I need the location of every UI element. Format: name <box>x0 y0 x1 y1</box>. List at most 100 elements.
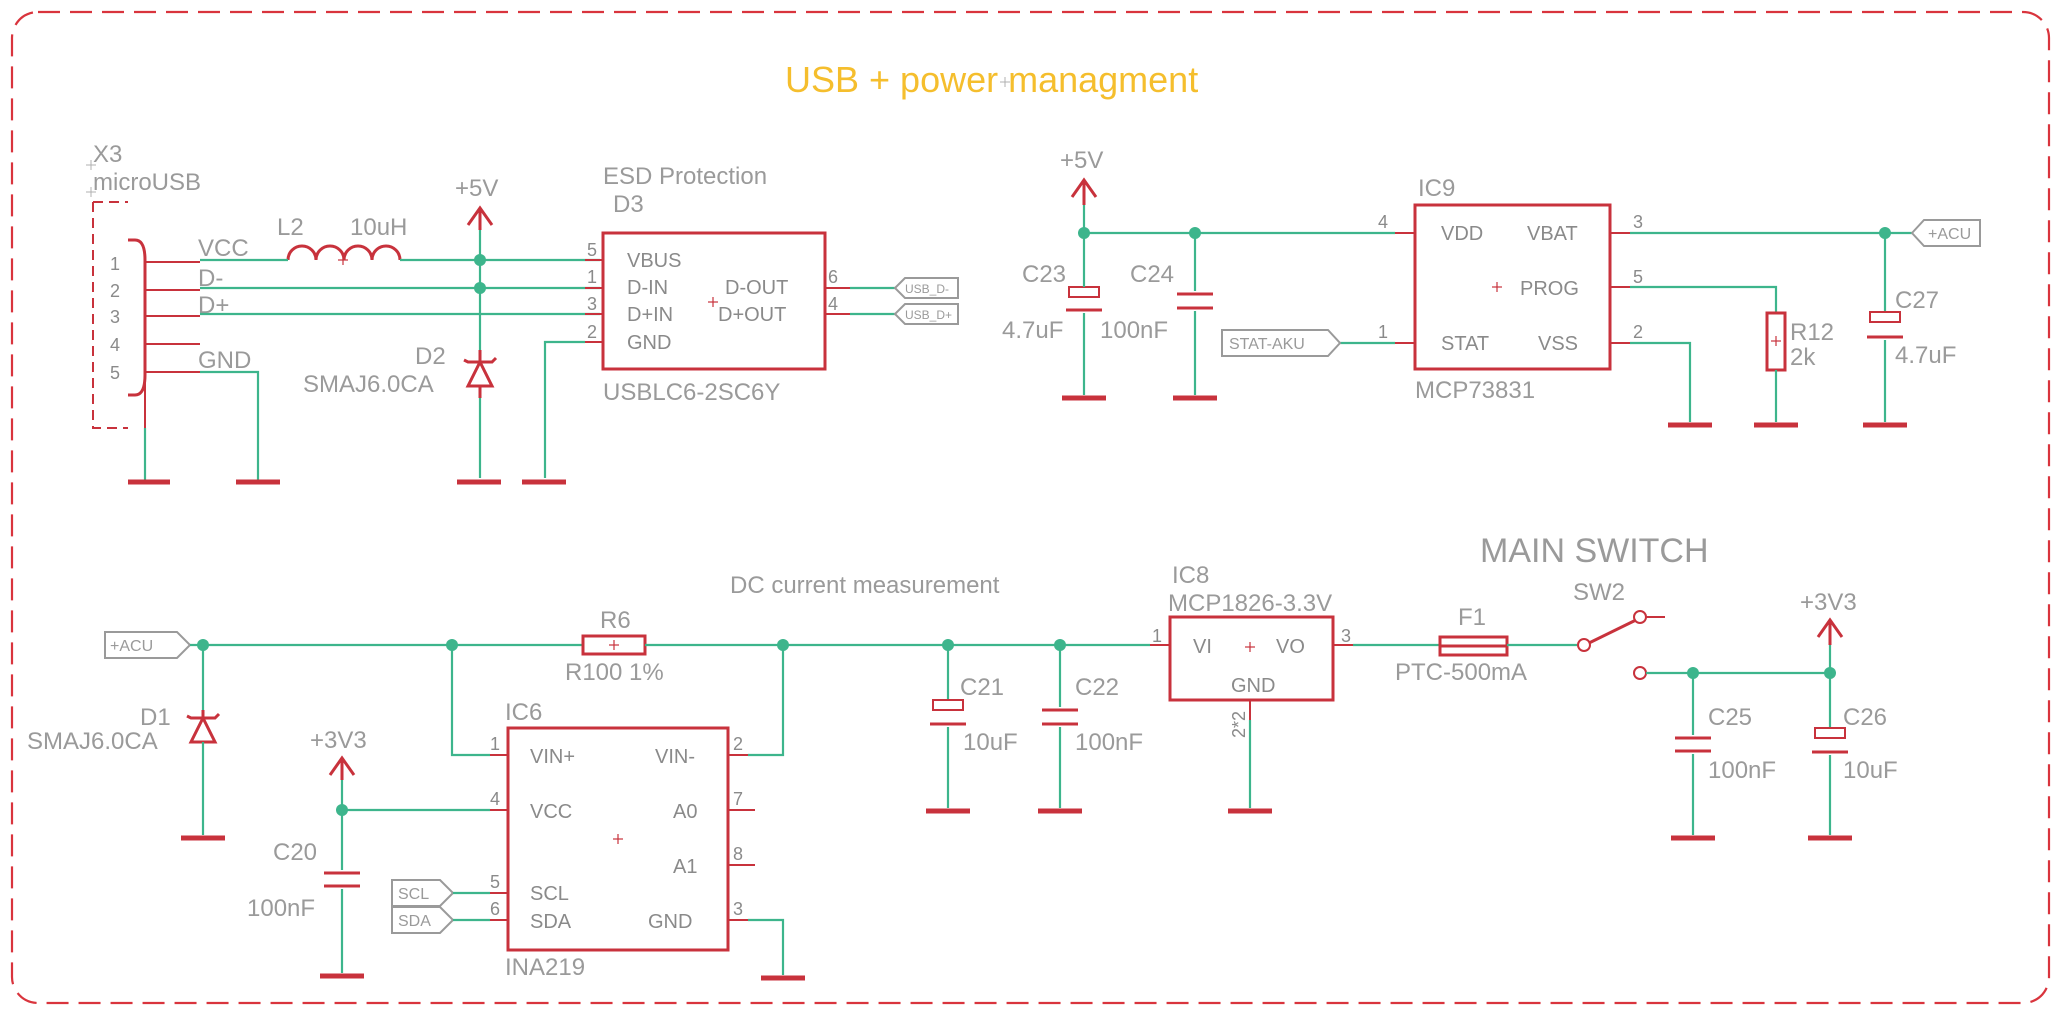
l2-ref: L2 <box>277 214 304 241</box>
flag-scl-text: SCL <box>398 886 429 903</box>
c26-value: 10uF <box>1843 757 1898 784</box>
ic6-num: 4 <box>490 789 500 809</box>
c23-ref: C23 <box>1022 261 1066 288</box>
c24-capacitor[interactable]: C24 100nF <box>1100 261 1213 344</box>
main-switch-label: MAIN SWITCH <box>1480 532 1709 570</box>
ic6-ref: IC6 <box>505 699 542 726</box>
ic6-pin-vinp: VIN+ <box>530 746 575 768</box>
flag-sda-text: SDA <box>398 913 431 930</box>
c22-value: 100nF <box>1075 729 1143 756</box>
sheet-title: USB + power managment <box>785 59 1198 100</box>
pwr-3v3-label: +3V3 <box>310 727 367 754</box>
ic8-num: 2*2 <box>1229 711 1249 738</box>
ic8-num: 3 <box>1341 626 1351 646</box>
flag-usb-dp: USB_D+ <box>893 303 959 325</box>
flag-usb-dm-text: USB_D- <box>905 282 949 296</box>
d3-num: 5 <box>587 240 597 260</box>
f1-value: PTC-500mA <box>1395 659 1527 686</box>
d3-value: USBLC6-2SC6Y <box>603 379 780 406</box>
ic9-num: 1 <box>1378 322 1388 342</box>
ic6-num: 2 <box>733 734 743 754</box>
sw2-ref: SW2 <box>1573 579 1625 606</box>
d2-tvs-diode[interactable]: D2 SMAJ6.0CA <box>303 343 498 398</box>
junction <box>336 804 348 816</box>
c20-ref: C20 <box>273 839 317 866</box>
net-vcc: VCC <box>198 235 249 262</box>
x3-pin-4: 4 <box>110 335 120 355</box>
c23-value: 4.7uF <box>1002 317 1063 344</box>
d1-tvs-diode[interactable]: D1 SMAJ6.0CA <box>27 704 221 755</box>
f1-ref: F1 <box>1458 604 1486 631</box>
sw2-main-switch[interactable]: SW2 <box>1573 579 1665 680</box>
ic8-pin-vi: VI <box>1193 636 1212 658</box>
ic9-pin-stat: STAT <box>1441 333 1489 355</box>
c20-value: 100nF <box>247 895 315 922</box>
d3-ref: D3 <box>613 191 644 218</box>
c20-capacitor[interactable]: C20 100nF <box>247 839 360 922</box>
ic9-num: 3 <box>1633 212 1643 232</box>
junction <box>474 282 486 294</box>
flag-stat-aku: STAT-AKU <box>1221 329 1342 357</box>
ic9-value: MCP73831 <box>1415 377 1535 404</box>
dc-note: DC current measurement <box>730 572 1000 599</box>
ic8-mcp1826[interactable]: IC8 MCP1826-3.3V VI VO GND 1 3 2*2 <box>1152 562 1351 738</box>
ic6-pin-vinm: VIN- <box>655 746 695 768</box>
d3-num: 2 <box>587 322 597 342</box>
c27-value: 4.7uF <box>1895 342 1956 369</box>
ic9-mcp73831[interactable]: IC9 VDD VBAT PROG STAT VSS 4 1 3 5 2 MCP… <box>1378 175 1643 404</box>
ic6-num: 6 <box>490 899 500 919</box>
ic6-pin-sda: SDA <box>530 911 572 933</box>
c27-capacitor[interactable]: C27 4.7uF <box>1867 287 1956 369</box>
ic9-num: 4 <box>1378 212 1388 232</box>
f1-ptc-fuse[interactable]: F1 PTC-500mA <box>1395 604 1527 686</box>
x3-ref: X3 <box>93 141 122 168</box>
r6-shunt-resistor[interactable]: R6 R100 1% <box>565 607 664 686</box>
c22-capacitor[interactable]: C22 100nF <box>1042 674 1143 756</box>
pwr-5v-label: +5V <box>1060 147 1103 174</box>
ic9-num: 5 <box>1633 267 1643 287</box>
ic9-pin-vss: VSS <box>1538 333 1578 355</box>
d3-num: 4 <box>828 294 838 314</box>
ic9-pin-prog: PROG <box>1520 278 1579 300</box>
d3-pin-dout: D-OUT <box>725 277 788 299</box>
flag-usb-dm: USB_D- <box>893 277 959 299</box>
d1-value: SMAJ6.0CA <box>27 728 158 755</box>
d3-pin-dpout: D+OUT <box>718 304 786 326</box>
junction <box>474 254 486 266</box>
pwr-5v-label: +5V <box>455 175 498 202</box>
d3-usblc6[interactable]: ESD Protection D3 VBUS D-IN D+IN GND D-O… <box>587 163 838 406</box>
c21-capacitor[interactable]: C21 10uF <box>930 674 1018 756</box>
x3-microusb[interactable]: 1 2 3 4 5 VCC D- D+ GND X3 microUSB <box>86 141 251 429</box>
d3-num: 6 <box>828 267 838 287</box>
ic6-num: 5 <box>490 872 500 892</box>
d3-pin-din: D-IN <box>627 277 668 299</box>
d2-ref: D2 <box>415 343 446 370</box>
pwr-3v3-label: +3V3 <box>1800 589 1857 616</box>
l2-inductor[interactable]: L2 10uH <box>277 214 407 265</box>
flag-acu-text: +ACU <box>1928 226 1971 243</box>
c26-ref: C26 <box>1843 704 1887 731</box>
ic6-num: 3 <box>733 899 743 919</box>
power-5v-a: +5V <box>455 175 498 230</box>
ic6-pin-a1: A1 <box>673 856 697 878</box>
flag-acu-text: +ACU <box>110 638 153 655</box>
c24-ref: C24 <box>1130 261 1174 288</box>
ic6-ina219[interactable]: IC6 VIN+ VIN- VCC A0 A1 SCL SDA GND 1 4 … <box>490 699 743 981</box>
flag-stat-text: STAT-AKU <box>1229 336 1305 353</box>
c26-capacitor[interactable]: C26 10uF <box>1812 704 1898 784</box>
ic8-pin-gnd: GND <box>1231 675 1275 697</box>
r12-value: 2k <box>1790 344 1816 371</box>
c23-capacitor[interactable]: C23 4.7uF <box>1002 261 1102 344</box>
net-gnd: GND <box>198 347 251 374</box>
ic9-pin-vbat: VBAT <box>1527 223 1578 245</box>
c25-capacitor[interactable]: C25 100nF <box>1675 704 1776 784</box>
ic9-num: 2 <box>1633 322 1643 342</box>
c25-value: 100nF <box>1708 757 1776 784</box>
r12-resistor[interactable]: R12 2k <box>1765 311 1834 372</box>
c27-ref: C27 <box>1895 287 1939 314</box>
flag-sda: SDA <box>391 906 455 934</box>
d3-pin-dpin: D+IN <box>627 304 673 326</box>
d3-num: 1 <box>587 267 597 287</box>
ic6-num: 7 <box>733 789 743 809</box>
